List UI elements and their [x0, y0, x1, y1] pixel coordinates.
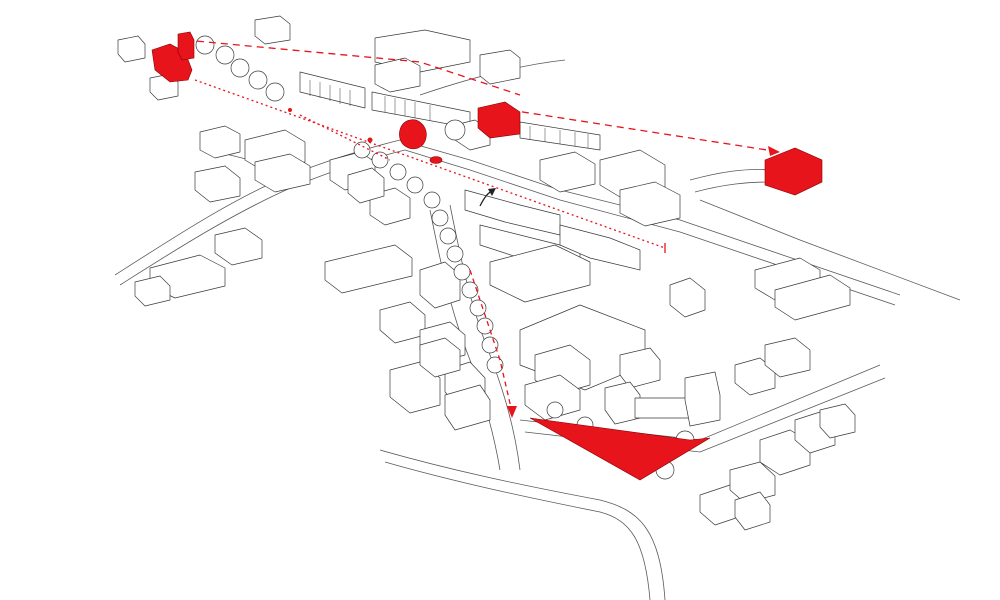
tree [444, 119, 466, 141]
building [254, 153, 311, 193]
building [347, 167, 385, 204]
tree [195, 35, 215, 55]
tree [423, 191, 441, 209]
highlight-point [367, 137, 373, 143]
sightline-dotted-long [194, 79, 666, 249]
highlight-triangular-plaza [529, 417, 711, 481]
tree [265, 82, 285, 102]
tree [486, 356, 504, 374]
tree [476, 317, 494, 335]
building [374, 57, 421, 93]
row-building [299, 71, 366, 109]
tree [353, 141, 371, 159]
building [684, 371, 721, 427]
right-road [689, 169, 771, 181]
highlight-building-center [477, 101, 521, 139]
highlight-point [288, 108, 292, 112]
building [729, 461, 776, 504]
highlight-building-northwest-tower [177, 31, 195, 61]
route-dashed-south [469, 269, 513, 413]
tree [469, 299, 487, 317]
tree [215, 45, 235, 65]
highlight-tree-plaza [399, 119, 427, 150]
diagonal-road-edge [404, 149, 896, 306]
tree [481, 336, 499, 354]
building [199, 125, 241, 159]
building [774, 274, 851, 321]
black-direction-arrow [479, 188, 496, 207]
building [619, 181, 681, 227]
building [464, 189, 561, 236]
tree [439, 227, 457, 245]
tree [389, 163, 407, 181]
building [489, 244, 591, 303]
south-road-bottom [379, 449, 666, 600]
building [117, 35, 146, 63]
building [669, 277, 706, 318]
building [194, 165, 241, 203]
building [734, 491, 771, 531]
building [524, 374, 581, 421]
building [134, 275, 171, 307]
tree [461, 281, 479, 299]
building [734, 357, 776, 396]
tree [230, 58, 250, 78]
building [254, 15, 291, 45]
right-road-edge [694, 181, 771, 193]
tree [446, 245, 464, 263]
sightline-dashed-top [184, 39, 521, 96]
tree [546, 401, 564, 419]
sightline-dashed-east [509, 109, 781, 153]
building [419, 261, 461, 309]
tree [248, 70, 268, 90]
facade-hatching [309, 80, 589, 148]
building [819, 403, 856, 439]
building [539, 151, 596, 193]
building [324, 244, 413, 294]
south-road-bottom-edge [384, 461, 651, 600]
buildings [117, 15, 856, 531]
main-south-road-w [429, 209, 501, 471]
building [479, 49, 521, 85]
connection-lines [184, 39, 781, 418]
tree [406, 176, 424, 194]
tree [371, 151, 389, 169]
building [764, 337, 811, 378]
arrowhead-east [768, 146, 780, 156]
highlight-layer [151, 31, 823, 481]
building [444, 384, 491, 431]
building [379, 301, 426, 344]
building [634, 397, 691, 419]
arrowhead-south [507, 406, 517, 418]
tree [453, 263, 471, 281]
building [559, 224, 641, 271]
tree [431, 209, 449, 227]
far-east-road [699, 199, 961, 301]
highlight-building-east [764, 147, 823, 196]
highlight-fountain [429, 156, 443, 164]
building [214, 227, 263, 266]
building [619, 347, 661, 389]
sightline-dotted-south [299, 114, 391, 161]
building [419, 337, 461, 378]
